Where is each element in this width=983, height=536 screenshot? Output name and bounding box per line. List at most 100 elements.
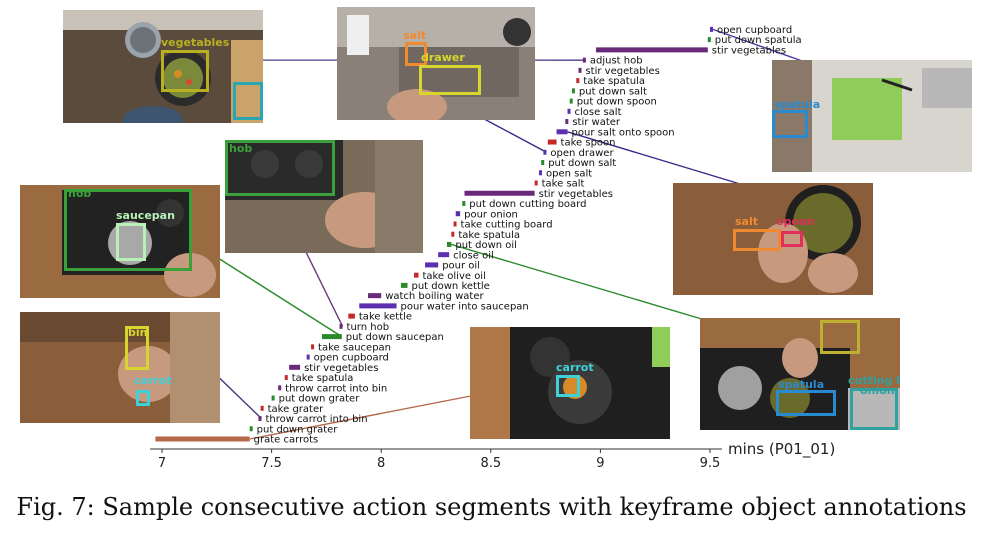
figure-caption: Fig. 7: Sample consecutive action segmen… [16,493,967,521]
action-segment-bar [582,57,586,63]
action-segment-label: put down salt [579,86,647,97]
keyframe-bin-carrot: bin carrot [20,312,220,423]
action-segment-label: take salt [542,179,585,190]
action-segment-bar [556,129,568,135]
keyframe-vegetables: vegetables [63,10,263,123]
keyframe-link-line [304,249,344,327]
action-segment-bar [289,364,301,370]
x-tick-label: 8.5 [480,456,501,470]
action-segment-bar [707,37,711,43]
action-segment-bar [368,293,382,299]
keyframe-spatula: spatula [772,60,972,172]
action-segment-label: take kettle [359,312,412,323]
bbox-label-bin: bin [128,326,148,339]
action-segment-label: take saucepan [318,342,391,353]
bbox-label-onion: onion [860,384,895,397]
action-segment-bar [455,211,461,217]
action-segment-label: take spatula [583,76,645,87]
keyframe-link-line [567,131,761,191]
action-segment-label: adjust hob [590,56,643,67]
action-segment-label: close oil [453,250,494,261]
bbox-label-carrot-2: carrot [556,361,594,374]
action-segment-bar [565,119,569,125]
keyframe-cutting-onion: spatula cutting b onion [700,318,900,430]
action-segment-label: pour salt onto spoon [572,127,675,138]
x-tick-label: 9 [596,456,604,470]
action-segment-label: open cupboard [717,25,792,36]
keyframe-hob-saucepan: hob saucepan [20,185,220,298]
bbox-label-carrot: carrot [134,374,172,387]
bbox-label-drawer: drawer [421,51,465,64]
x-axis-label: mins (P01_01) [728,440,835,459]
action-segment-label: throw carrot into bin [285,383,387,394]
action-segment-label: turn hob [347,322,390,333]
action-segment-label: stir water [572,117,621,128]
x-tick-label: 8 [377,456,385,470]
bbox-label-hob-top: hob [229,142,253,155]
action-segment-bar [278,385,282,391]
action-segment-label: put down spatula [715,35,802,46]
action-segment-bar [569,98,573,104]
action-segment-label: open salt [546,168,592,179]
keyframe-hob-top: hob [225,140,423,253]
action-segment-label: watch boiling water [385,291,484,302]
action-segment-bar [260,405,264,411]
action-segment-bar [311,344,315,350]
action-segment-bar [578,67,582,73]
bbox-label-cutting-board: cutting b [848,374,900,387]
action-segment-label: grate carrots [254,435,319,446]
action-segment-bar [576,78,580,84]
action-segment-label: throw carrot into bin [265,414,367,425]
keyframe-link-line [217,257,343,338]
bbox-label-vegetables: vegetables [161,36,230,49]
action-segment-bar [339,323,343,329]
action-segment-label: put down grater [257,424,339,435]
action-segment-bar [451,231,455,237]
action-segment-bar [571,88,575,94]
action-segment-label: put down saucepan [346,332,444,343]
action-segment-bar [249,426,253,432]
keyframe-salt-drawer: salt drawer [337,7,535,120]
bbox-label-spatula: spatula [774,98,821,111]
action-segment-label: take spatula [458,230,520,241]
action-segment-bar [258,416,262,422]
action-segment-label: take grater [268,404,324,415]
action-segment-bar [348,313,355,319]
action-segment-label: stir vegetables [712,45,786,56]
keyframe-salt-spoon: salt spoon [673,183,873,295]
action-segment-label: pour water into saucepan [401,301,529,312]
action-segment-label: put down grater [279,394,361,405]
action-segment-bar [155,436,250,442]
bbox-label-salt-2: salt [735,215,758,228]
action-segment-label: put down cutting board [469,199,586,210]
action-segment-label: stir vegetables [585,66,659,77]
action-segment-label: open drawer [550,148,614,159]
action-segment-label: put down oil [455,240,517,251]
action-segment-label: stir vegetables [539,189,613,200]
action-segment-label: open cupboard [314,353,389,364]
action-segment-label: put down kettle [412,281,490,292]
action-segment-label: take spatula [292,373,354,384]
bbox-label-saucepan: saucepan [116,209,175,222]
action-segment-bar [567,108,571,114]
action-segment-bar [359,303,397,309]
action-segment-bar [462,200,466,206]
action-segment-bar [446,241,452,247]
action-segment-bar [710,26,713,32]
action-segment-bar [400,282,408,288]
keyframe-carrot-pan: carrot [470,327,670,439]
action-segment-label: pour onion [464,209,518,220]
action-segment-bar [322,334,342,340]
action-segment-label: stir vegetables [304,363,378,374]
x-tick-label: 7 [158,456,166,470]
action-segment-label: take cutting board [461,220,553,231]
action-segment-bar [271,395,275,401]
action-segment-bar [306,354,310,360]
action-segment-bar [414,272,419,278]
action-segment-bar [541,160,545,166]
action-segment-bar [425,262,439,268]
bbox-label-spatula-2: spatula [778,378,825,391]
